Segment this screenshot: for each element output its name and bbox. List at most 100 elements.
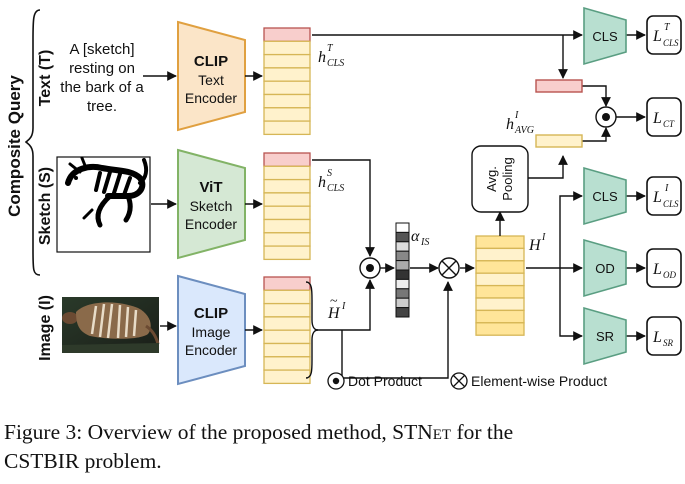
loss-od-base: L <box>652 261 662 278</box>
sketch-query-label: Sketch (S) <box>37 167 54 245</box>
H-token-stack-token <box>475 235 525 250</box>
sketch-token-stack-token <box>263 192 311 207</box>
H-token-stack-token <box>475 309 525 324</box>
caption-line2: CSTBIR problem. <box>4 449 162 473</box>
text-token-stack-token <box>263 67 311 82</box>
cls-head-text: CLS <box>583 6 627 66</box>
h-img-tilde: ~ <box>330 294 338 309</box>
loss-cls-text-sup: T <box>664 22 671 33</box>
sketch-token-stack-token <box>263 205 311 221</box>
legend-cross-symbol <box>450 372 468 390</box>
text-encoder-sub2: Encoder <box>185 90 237 106</box>
h-text-sup: T <box>327 43 334 54</box>
alpha-attention-bar <box>395 222 410 318</box>
composite-query-group: Composite Query Text (T) Sketch (S) Imag… <box>5 9 54 361</box>
alpha-cell <box>395 307 410 318</box>
H-token-stack-token <box>475 322 525 336</box>
text-token-stack-token <box>263 120 311 136</box>
image-token-stack-token <box>263 316 311 331</box>
image-token-stack-token <box>263 289 311 305</box>
h-img-sup: I <box>341 301 346 312</box>
sketch-token-stack-token <box>263 178 311 194</box>
sr-head: SR <box>583 306 627 366</box>
h-sketch-sub: CLS <box>327 183 344 194</box>
sketch-token-stack-token <box>263 165 311 181</box>
vit-sketch-encoder: ViT Sketch Encoder <box>177 148 246 260</box>
avg-pooling-block: Avg. Pooling <box>471 145 529 213</box>
text-encoder-sub1: Text <box>198 72 224 88</box>
sketch-token-stack-cls-token <box>263 152 311 167</box>
H-token-stack-token <box>475 284 525 299</box>
image-token-stack-token <box>263 329 311 345</box>
h-text-cls-token <box>535 79 583 93</box>
image-token-brace <box>305 281 319 379</box>
text-input-line-3: the bark of a <box>60 79 144 96</box>
sketch-query-image <box>56 156 151 253</box>
h-avg-base: h <box>506 116 514 133</box>
alpha-cell <box>395 288 410 299</box>
caption-suffix: for the <box>451 420 514 444</box>
composite-query-title: Composite Query <box>5 75 24 217</box>
loss-ct-sub: CT <box>663 119 675 129</box>
alpha-cell <box>395 241 410 252</box>
label-h-image-tilde: H ~ I <box>327 294 346 322</box>
cls-head-text-label: CLS <box>592 29 618 44</box>
h-avg-sub: AVG <box>514 125 534 136</box>
loss-ct-base: L <box>652 110 662 127</box>
legend-dot-label: Dot Product <box>348 373 422 389</box>
svg-text:L: L <box>652 28 662 45</box>
loss-od-sub: OD <box>663 270 676 280</box>
loss-cls-image-sub: CLS <box>663 199 679 209</box>
avg-pooling-label-1: Avg. <box>484 166 499 192</box>
sketch-encoder-name: ViT <box>199 179 222 196</box>
elementwise-product-op <box>438 257 460 279</box>
image-encoder-sub2: Encoder <box>185 342 237 358</box>
H-token-stack <box>475 235 525 336</box>
loss-cls-image-sup: I <box>664 183 669 194</box>
alpha-cell <box>395 269 410 280</box>
caption-method-first: ST <box>392 420 418 444</box>
H-token-stack-token <box>475 297 525 312</box>
h-sketch-sup: S <box>327 168 332 179</box>
h-text-base: h <box>318 49 326 66</box>
H-token-stack-token <box>475 247 525 262</box>
alpha-base: α <box>411 228 420 245</box>
sketch-encoder-sub1: Sketch <box>190 198 233 214</box>
text-input-line-1: A [sketch] <box>69 41 134 58</box>
image-query-photo <box>62 297 160 353</box>
caption-prefix: Figure 3: Overview of the proposed metho… <box>4 420 393 444</box>
image-token-stack-token <box>263 356 311 371</box>
sketch-token-stack <box>263 152 311 261</box>
loss-sr: L SR <box>646 316 682 356</box>
text-token-stack <box>263 27 311 136</box>
H-token-stack-token <box>475 260 525 274</box>
text-token-stack-token <box>263 53 311 69</box>
alpha-sub: IS <box>420 237 429 248</box>
text-token-stack-token <box>263 80 311 96</box>
alpha-cell <box>395 250 410 262</box>
sketch-token-stack-token <box>263 232 311 247</box>
H-out-sup: I <box>541 232 546 243</box>
alpha-cell <box>395 222 410 233</box>
image-token-stack <box>263 276 311 385</box>
alpha-cell <box>395 297 410 309</box>
loss-sr-base: L <box>652 329 662 346</box>
dot-product-op-1 <box>359 257 381 279</box>
legend-dot-symbol <box>327 372 345 390</box>
H-token-stack-token <box>475 272 525 287</box>
od-head-label: OD <box>595 261 615 276</box>
h-text-sub: CLS <box>327 58 344 69</box>
text-input-line-2: resting on <box>69 60 135 77</box>
label-alpha-is: α IS <box>411 228 429 248</box>
query-brace <box>24 9 41 276</box>
legend: Dot Product Element-wise Product <box>327 372 607 390</box>
text-encoder-shape <box>177 20 246 132</box>
dot-product-op-2 <box>595 106 617 128</box>
h-avg-sup: I <box>514 110 519 121</box>
h-img-base: H <box>327 305 341 322</box>
image-query-label: Image (I) <box>37 295 54 361</box>
sketch-encoder-sub2: Encoder <box>185 216 237 232</box>
label-H-out: H I <box>528 232 546 254</box>
image-encoder-sub1: Image <box>192 324 231 340</box>
token-stacks <box>263 27 525 385</box>
